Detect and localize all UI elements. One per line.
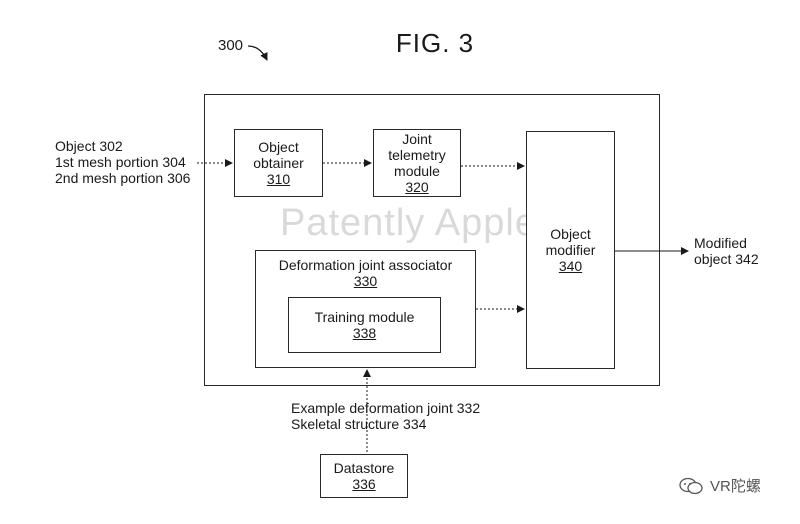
ref-curve-arrow <box>247 45 268 61</box>
system-boundary <box>204 94 660 386</box>
datastore-number: 336 <box>352 476 376 492</box>
object-modifier-label-1: Object <box>550 226 591 242</box>
input-mesh-2-label: 2nd mesh portion 306 <box>55 170 191 186</box>
joint-telemetry-number: 320 <box>405 179 429 195</box>
training-module-label: Training module <box>314 309 415 325</box>
joint-telemetry-block: Joint telemetry module 320 <box>373 129 461 197</box>
figure-ref-number: 300 <box>218 37 244 54</box>
training-module-number: 338 <box>352 325 377 341</box>
object-obtainer-block: Object obtainer 310 <box>234 129 323 197</box>
joint-telemetry-label-2: telemetry <box>388 147 446 163</box>
datastore-output-labels: Example deformation joint 332 Skeletal s… <box>291 400 480 432</box>
object-modifier-label-2: modifier <box>545 242 596 258</box>
credit-badge: VR陀螺 <box>678 475 761 496</box>
object-obtainer-label-1: Object <box>258 139 299 155</box>
output-labels: Modified object 342 <box>694 235 759 267</box>
input-mesh-1-label: 1st mesh portion 304 <box>55 154 186 170</box>
joint-telemetry-label-1: Joint <box>402 131 432 147</box>
input-object-label: Object 302 <box>55 138 123 154</box>
deformation-joint-associator-label: Deformation joint associator <box>278 257 453 273</box>
watermark: Patently Apple <box>280 202 537 244</box>
example-deformation-joint-label: Example deformation joint 332 <box>291 400 481 416</box>
skeletal-structure-label: Skeletal structure 334 <box>291 416 427 432</box>
chat-bubbles-icon <box>679 477 703 494</box>
object-modifier-number: 340 <box>558 258 583 274</box>
object-obtainer-number: 310 <box>266 171 291 187</box>
training-module-block: Training module 338 <box>288 297 441 353</box>
output-label-1: Modified <box>694 235 747 251</box>
object-modifier-block: Object modifier 340 <box>526 131 615 369</box>
figure-title: FIG. 3 <box>395 28 475 58</box>
joint-telemetry-label-3: module <box>394 163 440 179</box>
datastore-label: Datastore <box>333 460 395 476</box>
output-label-2: object 342 <box>694 251 759 267</box>
datastore-block: Datastore 336 <box>320 454 408 498</box>
object-obtainer-label-2: obtainer <box>253 155 304 171</box>
deformation-joint-associator-number: 330 <box>353 273 378 289</box>
credit-text: VR陀螺 <box>710 478 761 495</box>
input-labels: Object 302 1st mesh portion 304 2nd mesh… <box>55 138 190 186</box>
